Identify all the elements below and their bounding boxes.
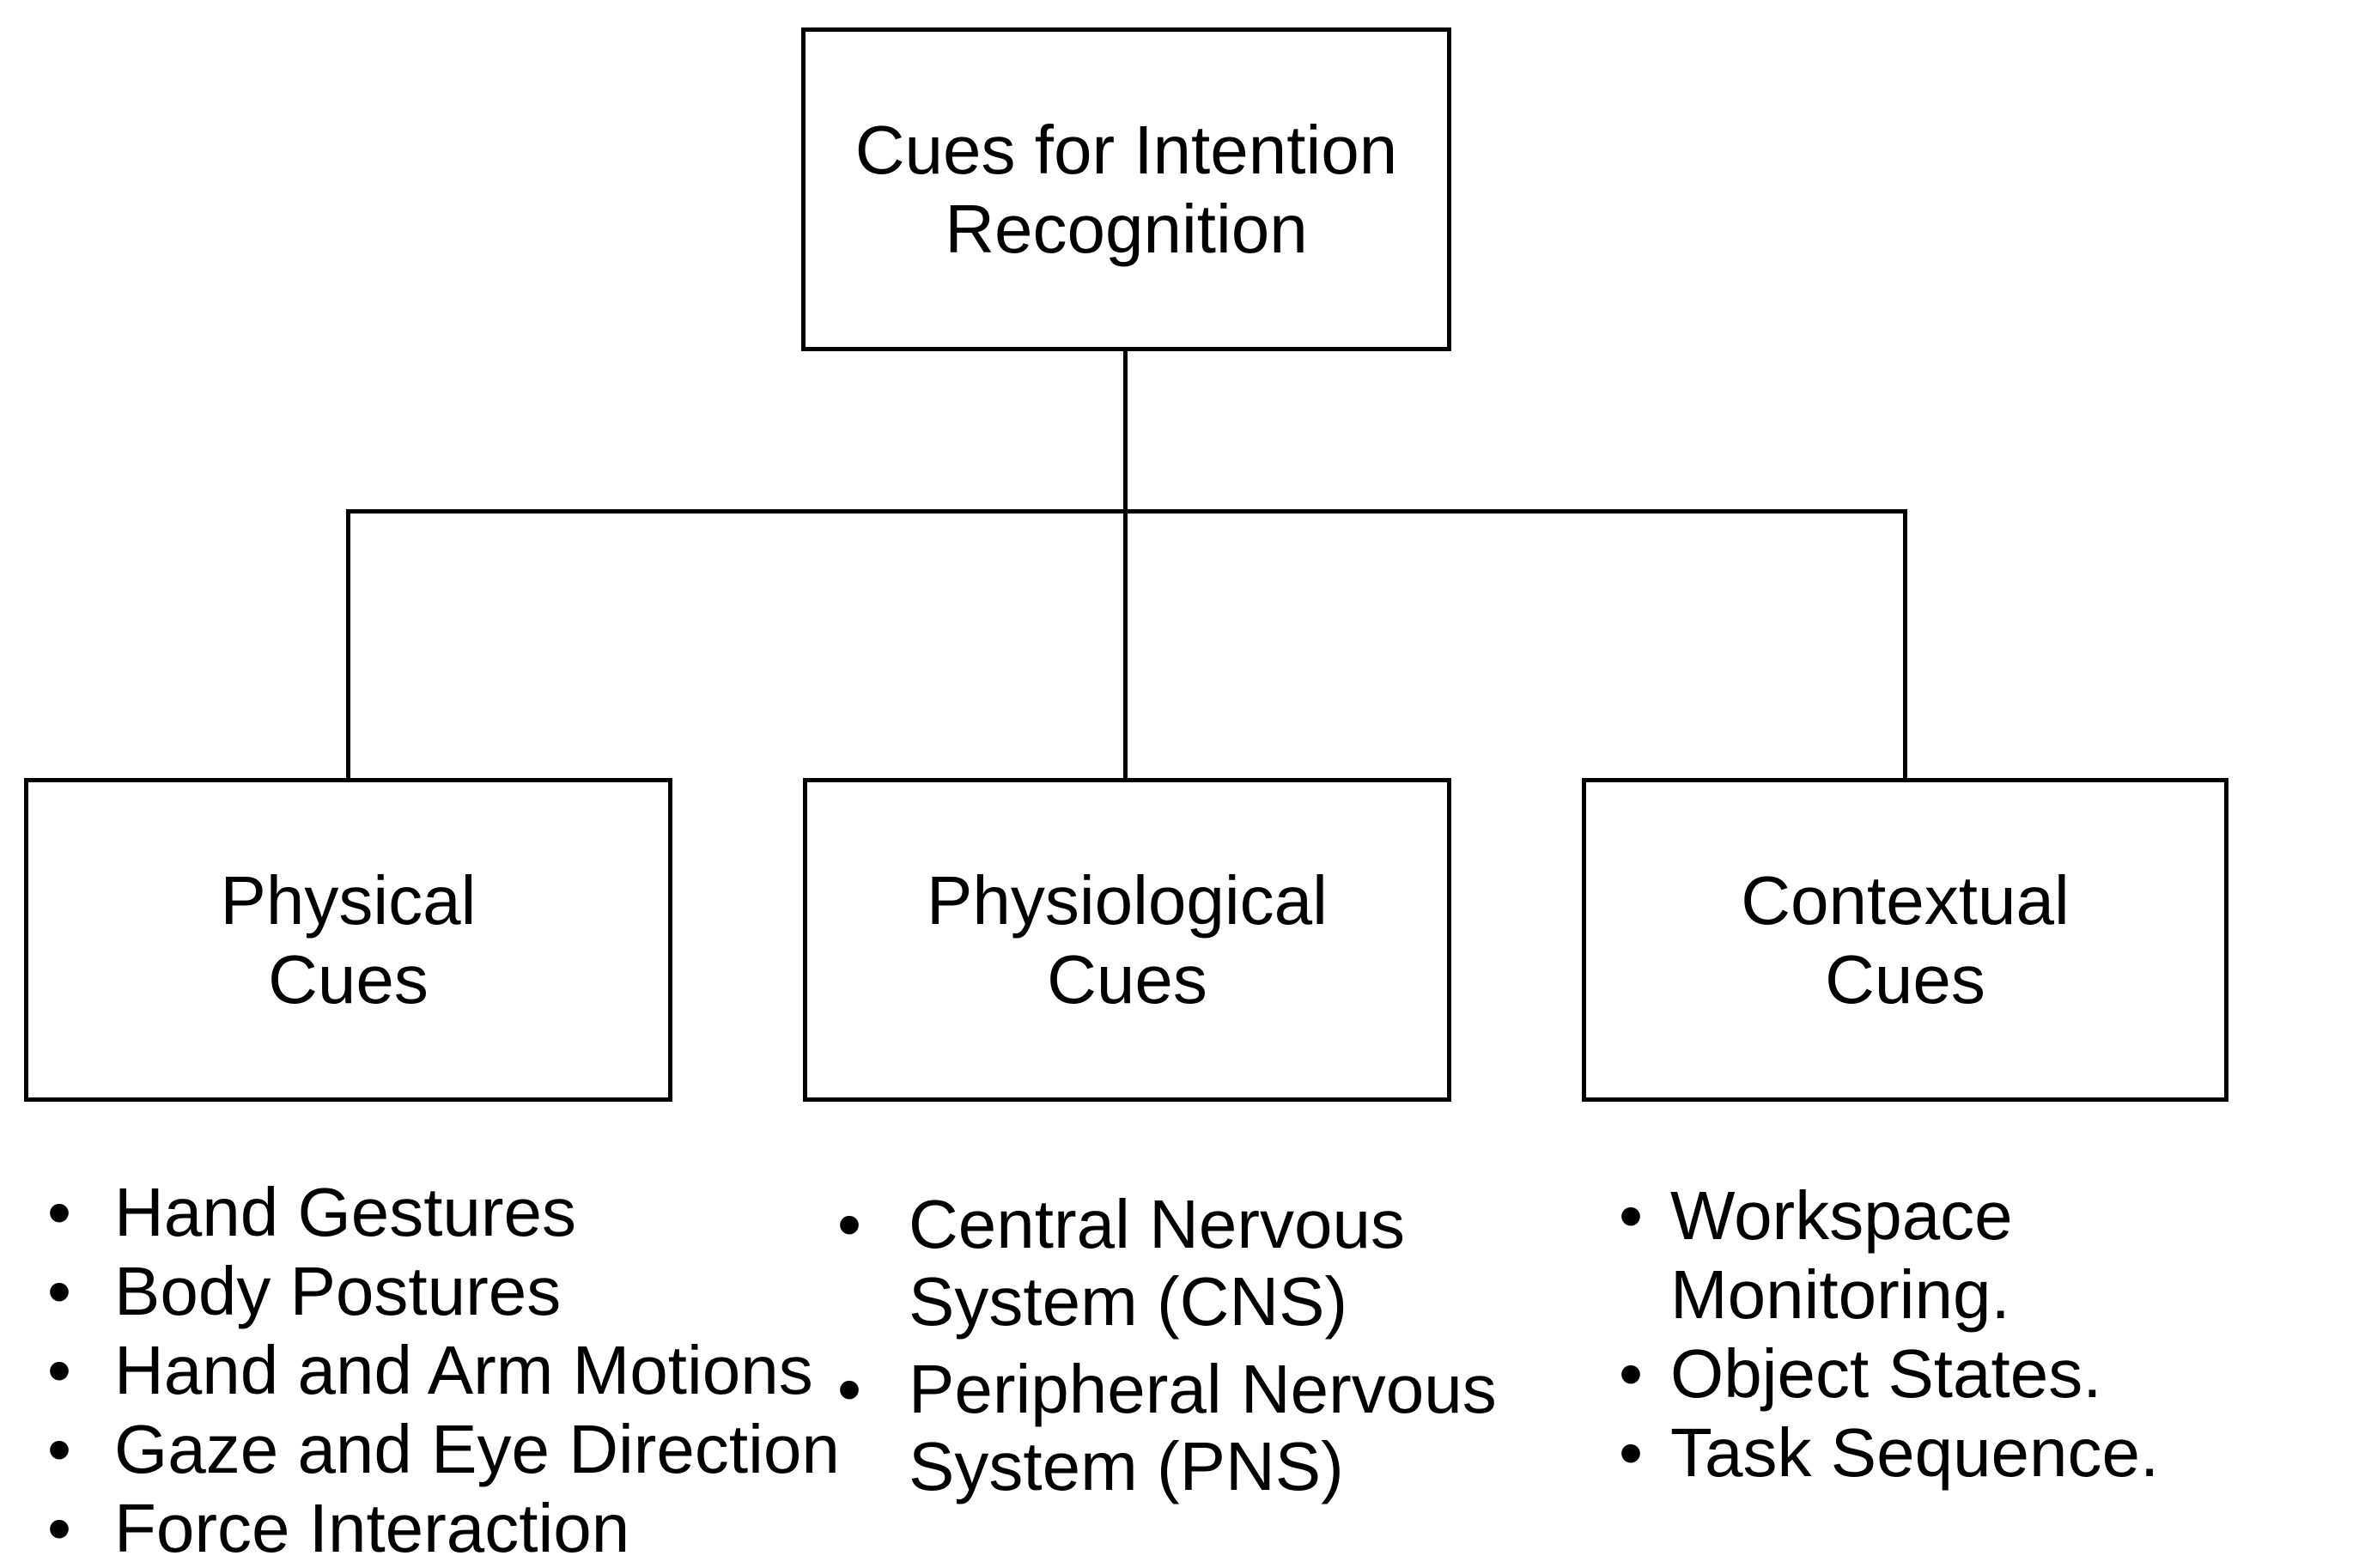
bullet-icon: • [47, 1411, 72, 1487]
bullet-icon: • [1619, 1335, 1644, 1412]
list-item: • Peripheral Nervous System (PNS) [837, 1351, 1507, 1505]
list-item-text: Body Postures [114, 1253, 562, 1329]
list-item: • Hand and Arm Motions [47, 1331, 854, 1410]
bullet-icon: • [837, 1186, 862, 1262]
bullet-icon: • [47, 1174, 72, 1250]
connector-root-vertical [1123, 349, 1128, 783]
bullet-icon: • [1619, 1177, 1644, 1254]
list-item: • Task Sequence. [1619, 1413, 2323, 1492]
physiological-cues-label: Physiological Cues [927, 861, 1328, 1018]
contextual-cues-list: • Workspace Monitoring. • Object States.… [1619, 1176, 2323, 1492]
bullet-icon: • [837, 1351, 862, 1427]
physical-cues-box: Physical Cues [24, 778, 672, 1102]
bullet-icon: • [1619, 1414, 1644, 1491]
root-node-box: Cues for Intention Recognition [801, 27, 1451, 351]
list-item: • Force Interaction [47, 1489, 854, 1568]
contextual-cues-box: Contextual Cues [1582, 778, 2228, 1102]
list-item: • Body Postures [47, 1252, 854, 1331]
list-item-text: Force Interaction [114, 1490, 630, 1566]
list-item-text: Hand and Arm Motions [114, 1332, 813, 1408]
list-item: • Gaze and Eye Direction [47, 1410, 854, 1489]
bullet-icon: • [47, 1490, 72, 1566]
list-item-text: Hand Gestures [114, 1174, 577, 1250]
physiological-cues-box: Physiological Cues [803, 778, 1451, 1102]
connector-horizontal [346, 509, 1907, 514]
list-item-text: Task Sequence. [1670, 1414, 2160, 1491]
list-item: • Hand Gestures [47, 1173, 854, 1252]
list-item: • Central Nervous System (CNS) [837, 1186, 1507, 1340]
contextual-cues-label: Contextual Cues [1741, 861, 2070, 1018]
root-node-label: Cues for Intention Recognition [854, 111, 1398, 267]
bullet-icon: • [47, 1332, 72, 1408]
list-item-text: Peripheral Nervous System (PNS) [909, 1351, 1497, 1504]
bullet-icon: • [47, 1253, 72, 1329]
list-item: • Workspace Monitoring. [1619, 1176, 2323, 1334]
physiological-cues-list: • Central Nervous System (CNS) • Periphe… [837, 1186, 1507, 1516]
list-item-text: Central Nervous System (CNS) [909, 1186, 1406, 1340]
list-item: • Object States. [1619, 1334, 2323, 1413]
connector-right-vertical [1903, 509, 1907, 783]
connector-left-vertical [346, 509, 350, 783]
list-item-text: Object States. [1670, 1335, 2102, 1412]
list-item-text: Gaze and Eye Direction [114, 1411, 840, 1487]
physical-cues-list: • Hand Gestures • Body Postures • Hand a… [47, 1173, 854, 1568]
list-item-text: Workspace Monitoring. [1670, 1177, 2013, 1333]
physical-cues-label: Physical Cues [220, 861, 477, 1018]
